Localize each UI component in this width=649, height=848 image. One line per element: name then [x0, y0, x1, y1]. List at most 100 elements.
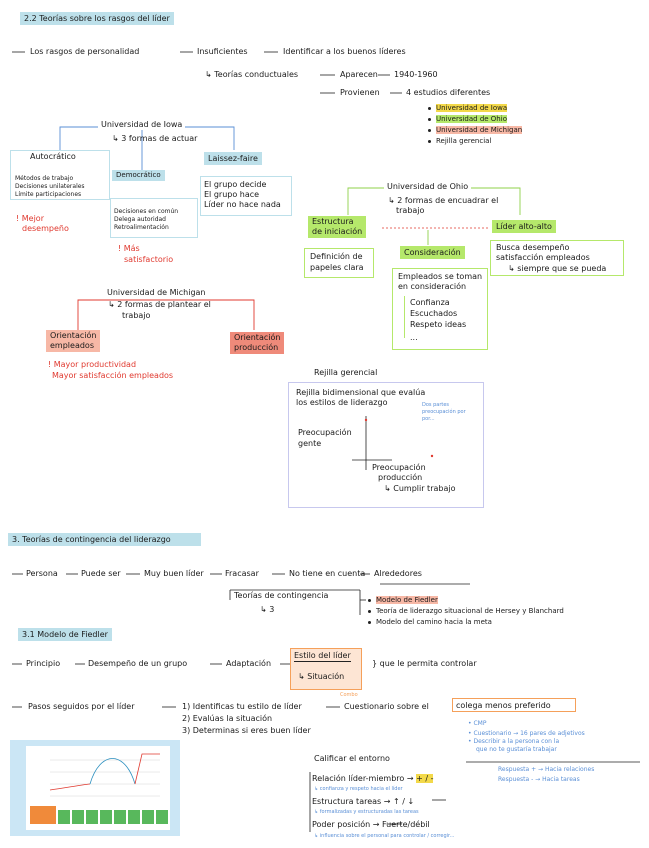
democratico-note-2: satisfactorio: [124, 255, 174, 264]
estilo-situacion-box: [290, 648, 362, 690]
cmp-note-3: • Describir a la persona con la: [468, 738, 560, 745]
rejilla-xaxis-1: Preocupación: [372, 463, 426, 472]
autocratico-label: Autocrático: [30, 152, 76, 161]
rejilla-side-2: preocupación por: [422, 409, 466, 415]
democratico-note-1: ! Más: [118, 244, 140, 253]
factor-estructura-note: ↳ formalizadas y estructuradas las tarea…: [314, 809, 419, 815]
lider-alto-desc-1: Busca desempeño: [496, 243, 570, 252]
years-text: 1940-1960: [394, 70, 438, 79]
adaptacion-text: Adaptación: [226, 659, 272, 668]
model-fiedler: Modelo de Fiedler: [368, 596, 438, 605]
ohio-subtitle-1: ↳ 2 formas de encuadrar el: [388, 196, 499, 205]
autocratico-text-2: Decisiones unilaterales: [15, 183, 85, 190]
calificar-entorno-text: Calificar el entorno: [314, 754, 390, 763]
pasos-text: Pasos seguidos por el líder: [28, 702, 135, 711]
insuficientes-text: Insuficientes: [197, 47, 248, 56]
cmp-note-4: que no te gustaría trabajar: [476, 746, 557, 753]
estilo-lider-text: Estilo del líder: [294, 651, 351, 662]
respuesta-neg: Respuesta - → Hacia tareas: [498, 776, 580, 783]
democratico-text-3: Retroalimentación: [114, 224, 169, 231]
aparecen-text: Aparecen: [340, 70, 378, 79]
cuestionario-text: Cuestionario sobre el: [344, 702, 429, 711]
embedded-figure: [10, 740, 180, 836]
estructura-desc-2: papeles clara: [310, 263, 364, 272]
buen-lider-text: Muy buen líder: [144, 569, 204, 578]
cmp-note-2: • Cuestionario → 16 pares de adjetivos: [468, 730, 585, 737]
rejilla-desc-1: Rejilla bidimensional que evalúa: [296, 388, 426, 397]
section-title-3: 3. Teorías de contingencia del liderazgo: [8, 533, 201, 546]
autocratico-note-2: desempeño: [22, 224, 69, 233]
section-title-2-2: 2.2 Teorías sobre los rasgos del líder: [20, 12, 174, 25]
michigan-title: Universidad de Michigan: [104, 288, 209, 298]
democratico-text-1: Decisiones en común: [114, 208, 179, 215]
identificar-text: Identificar a los buenos líderes: [283, 47, 406, 56]
lider-alto-desc-2: satisfacción empleados: [496, 253, 590, 262]
lider-alto-cond: ↳ siempre que se pueda: [508, 264, 607, 273]
rejilla-xaxis-2: producción: [378, 473, 423, 482]
factor-estructura: Estructura tareas → ↑ / ↓: [312, 797, 415, 806]
lider-alto-box: [490, 240, 624, 276]
democratico-label: Democrático: [112, 170, 165, 181]
democratico-box: [110, 198, 198, 238]
respuesta-pos: Respuesta + → Hacia relaciones: [498, 766, 595, 773]
no-tiene-text: No tiene en cuenta: [289, 569, 366, 578]
consideracion-item-3: Respeto ideas: [410, 320, 467, 329]
rejilla-side-3: por...: [422, 416, 435, 422]
consideracion-label: Consideración: [400, 246, 465, 259]
teorias-count: ↳ 3: [260, 605, 275, 614]
study-rejilla: Rejilla gerencial: [428, 137, 491, 146]
combo-note: Combo: [340, 692, 358, 698]
michigan-subtitle-2: trabajo: [122, 311, 151, 320]
consideracion-item-4: ...: [410, 333, 418, 342]
autocratico-box: [10, 150, 110, 200]
laissez-text-1: El grupo decide: [204, 180, 267, 189]
model-hersey: Teoría de liderazgo situacional de Herse…: [368, 607, 564, 616]
paso-3: 3) Determinas si eres buen líder: [182, 726, 311, 735]
estudios-text: 4 estudios diferentes: [406, 88, 491, 97]
factor-relacion-note: ↳ confianza y respeto hacia el líder: [314, 786, 403, 792]
paso-2: 2) Evalúas la situación: [182, 714, 273, 723]
paso-1: 1) Identificas tu estilo de líder: [182, 702, 302, 711]
rejilla-yaxis-1: Preocupación: [298, 428, 352, 437]
autocratico-text-3: Límite participaciones: [15, 191, 82, 198]
orientacion-empleados-note-2: Mayor satisfacción empleados: [52, 371, 174, 380]
michigan-subtitle-1: ↳ 2 formas de plantear el: [108, 300, 211, 309]
model-camino: Modelo del camino hacia la meta: [368, 618, 492, 627]
iowa-title: Universidad de Iowa: [98, 120, 186, 130]
ohio-subtitle-2: trabajo: [396, 206, 425, 215]
consideracion-desc-1: Empleados se toman: [398, 272, 483, 281]
consideracion-bracket: [404, 296, 405, 338]
persona-text: Persona: [26, 569, 58, 578]
situacion-text: ↳ Situación: [298, 672, 345, 681]
laissez-text-2: El grupo hace: [204, 190, 260, 199]
teorias-conductuales-text: ↳ Teorías conductuales: [205, 70, 299, 79]
section-title-3-1: 3.1 Modelo de Fiedler: [18, 628, 112, 641]
study-iowa: Universidad de Iowa: [428, 104, 508, 113]
colega-text: colega menos preferido: [456, 701, 551, 710]
study-ohio: Universidad de Ohio: [428, 115, 507, 124]
embedded-figure-graph: [30, 753, 168, 824]
factor-poder-note: ↳ influencia sobre el personal para cont…: [314, 833, 455, 839]
rejilla-title: Rejilla gerencial: [314, 368, 378, 377]
autocratico-note-1: ! Mejor: [16, 214, 44, 223]
colega-box: [452, 698, 576, 712]
laissez-box: [200, 176, 292, 216]
provienen-text: Provienen: [340, 88, 380, 97]
orientacion-empleados-note-1: ! Mayor productividad: [48, 360, 137, 369]
cmp-note-1: • CMP: [468, 720, 487, 727]
rejilla-box: [288, 382, 484, 508]
ohio-title: Universidad de Ohio: [384, 182, 472, 192]
democratico-text-2: Delega autoridad: [114, 216, 166, 223]
consideracion-desc-2: en consideración: [398, 282, 467, 291]
estructura-box: [304, 248, 374, 278]
factor-poder: Poder posición → Fuerte/débil: [312, 820, 430, 829]
consideracion-item-1: Confianza: [410, 298, 450, 307]
puede-ser-text: Puede ser: [81, 569, 121, 578]
alrededores-text: Alrededores: [374, 569, 422, 578]
study-michigan: Universidad de Michigan: [428, 126, 523, 135]
rejilla-desc-2: los estilos de liderazgo: [296, 398, 388, 407]
consideracion-item-2: Escuchados: [410, 309, 458, 318]
